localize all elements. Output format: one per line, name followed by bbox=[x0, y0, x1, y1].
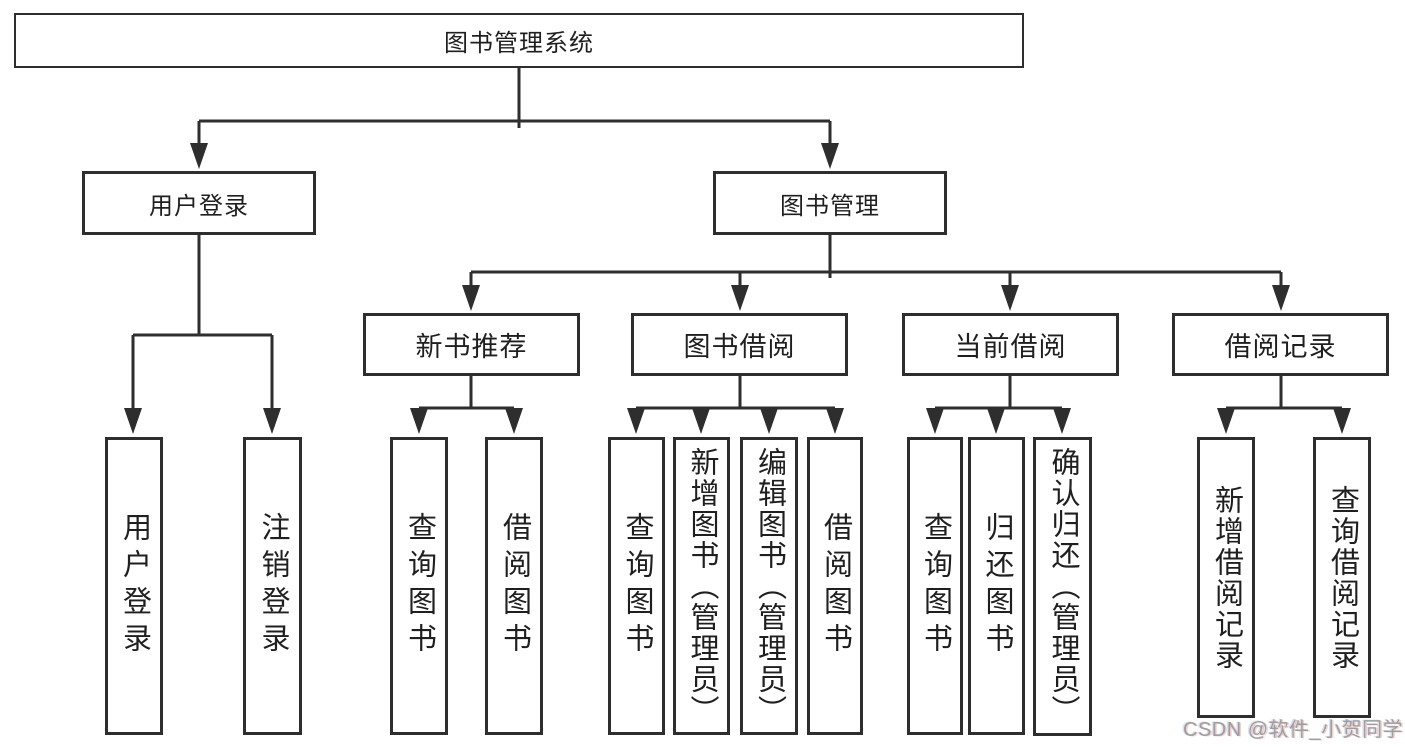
leaf-add-books-admin: 新增图书（管理员） bbox=[673, 437, 730, 735]
leaf-query-books-2: 查询图书 bbox=[608, 437, 665, 735]
leaf-query-borrow-record: 查询借阅记录 bbox=[1313, 437, 1371, 718]
node-book-borrowing: 图书借阅 bbox=[631, 313, 848, 376]
leaf-query-books-1: 查询图书 bbox=[390, 437, 448, 735]
node-borrow-records: 借阅记录 bbox=[1172, 313, 1389, 376]
leaf-add-borrow-record: 新增借阅记录 bbox=[1197, 437, 1255, 718]
leaf-user-login: 用户登录 bbox=[105, 437, 163, 735]
leaf-return-books: 归还图书 bbox=[968, 437, 1025, 735]
leaf-borrow-books-2: 借阅图书 bbox=[807, 437, 863, 735]
node-book-management: 图书管理 bbox=[713, 171, 947, 235]
leaf-query-books-3: 查询图书 bbox=[907, 437, 963, 735]
node-user-login: 用户登录 bbox=[82, 171, 316, 235]
leaf-confirm-return-admin: 确认归还（管理员） bbox=[1033, 437, 1092, 736]
csdn-watermark: CSDN @软件_小贺同学 bbox=[1183, 719, 1404, 741]
leaf-logout: 注销登录 bbox=[243, 437, 302, 735]
leaf-edit-books-admin: 编辑图书（管理员） bbox=[740, 437, 798, 735]
node-current-borrowing: 当前借阅 bbox=[902, 313, 1119, 376]
leaf-borrow-books-1: 借阅图书 bbox=[485, 437, 543, 735]
node-root: 图书管理系统 bbox=[14, 13, 1024, 68]
node-new-book-recommend: 新书推荐 bbox=[363, 313, 580, 376]
